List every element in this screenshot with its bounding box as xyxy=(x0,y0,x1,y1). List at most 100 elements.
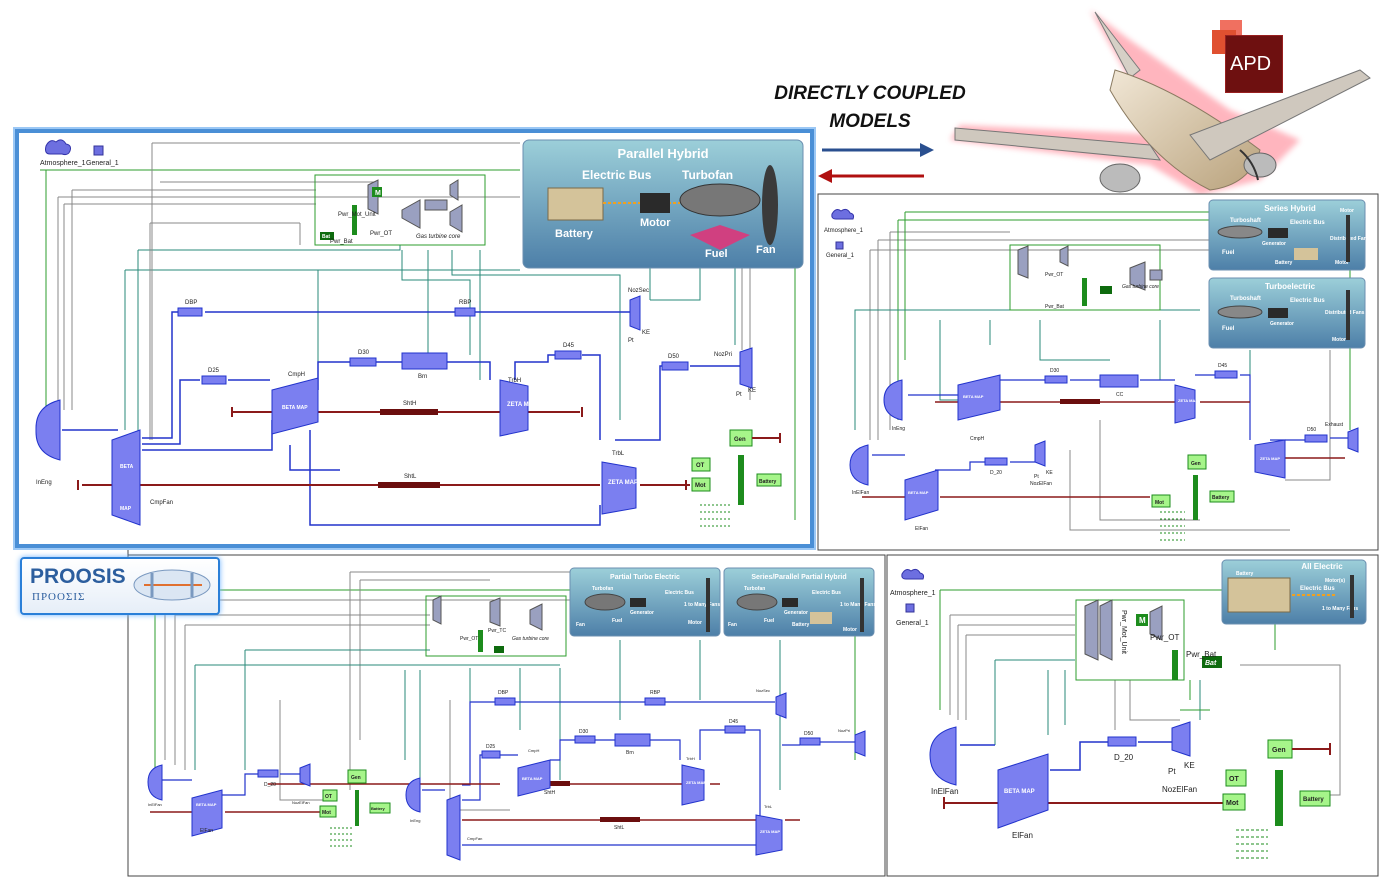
m-block xyxy=(372,187,382,197)
motor-unit-box xyxy=(1075,599,1185,681)
nozelfan-pt: Pt xyxy=(1034,474,1039,480)
card2-generator-picture xyxy=(1268,308,1288,318)
core-compressor2-shape xyxy=(489,597,501,627)
elfan-compressor xyxy=(191,789,223,837)
shtl-bar xyxy=(600,817,640,822)
battery-block xyxy=(1209,490,1235,503)
brn-burner xyxy=(614,733,651,747)
nozsec-label: NozSec xyxy=(756,688,770,693)
mot-label: Mot xyxy=(1155,500,1164,506)
pwr-ot-label: Pwr_OT xyxy=(1045,272,1063,278)
nozelfan-ke: KE xyxy=(1046,470,1053,476)
battery-label: Battery xyxy=(1212,495,1229,501)
battery-label: Battery xyxy=(371,806,386,811)
proosis-logo: PROOSIS ΠΡΟΟΣΙΣ xyxy=(20,557,220,615)
coupling-line1: DIRECTLY COUPLED xyxy=(774,83,966,104)
pwr-bat-label: Pwr_Bat xyxy=(330,239,353,245)
proosis-logo-text: PROOSIS xyxy=(30,565,126,588)
card1-generator-picture xyxy=(1268,228,1288,238)
d30-label: D30 xyxy=(358,350,370,356)
panel-parallel-hybrid: Atmosphere_1 General_1 xyxy=(13,127,816,550)
card2-generator: Generator xyxy=(1270,321,1294,327)
ot-label: OT xyxy=(1229,776,1239,783)
d20-label: D_20 xyxy=(990,470,1002,476)
d50-duct xyxy=(1304,434,1328,443)
d45-label: D45 xyxy=(1218,363,1227,369)
d20-label: D_20 xyxy=(1114,753,1134,762)
core-label: Gas turbine core xyxy=(1122,284,1159,290)
inelfan-label: InElFan xyxy=(852,490,869,496)
pwr-ot-label: Pwr_OT xyxy=(1150,633,1179,642)
battery-label: Battery xyxy=(1303,797,1324,803)
general-icon xyxy=(905,603,915,613)
rbp-duct xyxy=(644,697,666,706)
exhaust-label: Exhaust xyxy=(1325,422,1344,428)
panel-series-hybrid: Atmosphere_1 General_1 Pwr_OT Pwr_Bat xyxy=(817,193,1379,551)
card1-electric-bus: Electric Bus xyxy=(665,590,694,596)
shth-label: ShtH xyxy=(544,790,556,796)
elfan-label: ElFan xyxy=(915,526,928,532)
d50-label: D50 xyxy=(804,731,813,737)
ineng-inlet xyxy=(405,777,421,813)
d45-label: D45 xyxy=(729,719,738,725)
mot-block xyxy=(1151,494,1171,508)
shaft-ends xyxy=(77,407,687,490)
pwr-bat-label: Pwr_Bat xyxy=(1186,650,1217,659)
engine-right xyxy=(1243,152,1277,178)
ot-label: OT xyxy=(696,463,705,469)
dbp-duct xyxy=(177,307,203,317)
engine-logo-icon xyxy=(133,569,211,601)
pwr-mot-label: Pwr_Mot_Unit xyxy=(338,212,376,218)
trbl-zeta: ZETA MAP xyxy=(760,829,780,834)
general-label: General_1 xyxy=(826,253,855,259)
mot-block xyxy=(1222,793,1246,811)
card2-turbofan-picture xyxy=(736,593,778,611)
d30-duct xyxy=(349,357,377,367)
card-motor: Motor xyxy=(640,217,671,229)
general-icon xyxy=(835,241,844,250)
card-many: 1 to Many Fans xyxy=(1322,606,1358,612)
trbl-turbine xyxy=(601,461,637,515)
cmph-label: CmpH xyxy=(528,748,539,753)
nozpri-nozzle xyxy=(854,730,866,757)
d30-label: D30 xyxy=(1050,368,1059,374)
ineng-label: InEng xyxy=(36,480,52,486)
bat-label: Bat xyxy=(1205,660,1217,667)
cmph-compressor xyxy=(517,759,551,797)
ot-block xyxy=(691,457,711,472)
tail-fin xyxy=(1094,11,1141,79)
pwr-tc-label: Pwr_TC xyxy=(488,628,506,634)
card2-title: Series/Parallel Partial Hybrid xyxy=(751,574,846,581)
battery-picture xyxy=(1227,577,1291,613)
cmph-map: BETA MAP xyxy=(963,394,984,399)
nozelfan-nozzle xyxy=(1171,721,1191,757)
gas-turbine-core-box xyxy=(425,595,567,657)
electric-bus-bar xyxy=(355,790,359,826)
d20-duct xyxy=(984,457,1008,466)
fuel-wing-picture xyxy=(690,225,750,250)
m-label: M xyxy=(1139,616,1146,625)
ineng-label: InEng xyxy=(410,818,420,823)
card-turbofan: Turbofan xyxy=(682,168,733,182)
rbp-label: RBP xyxy=(459,300,471,306)
bat-block xyxy=(494,646,504,653)
card-battery: Battery xyxy=(1236,571,1253,577)
apd-logo: APD xyxy=(1226,36,1282,92)
card2-battery-picture xyxy=(810,612,832,624)
elfan-map: BETA MAP xyxy=(196,802,217,807)
trbh-zeta: ZETA MAP xyxy=(1178,398,1198,403)
card2-fuel: Fuel xyxy=(764,618,775,624)
gen-label: Gen xyxy=(734,437,746,443)
electric-bus-bar xyxy=(738,455,744,505)
power-bus xyxy=(1082,278,1087,306)
shth-label: ShtH xyxy=(403,401,416,407)
cmpfan-compressor xyxy=(446,794,461,861)
mot-label: Mot xyxy=(322,810,331,816)
card1-electric-bus: Electric Bus xyxy=(1290,220,1325,226)
card1-many: 1 to Many Fans xyxy=(684,602,720,608)
bat-block xyxy=(1202,656,1222,668)
gen-label: Gen xyxy=(351,775,361,781)
gen-block xyxy=(1187,454,1207,470)
nozsec-nozzle xyxy=(629,295,641,331)
arrow-left-head xyxy=(818,169,832,183)
